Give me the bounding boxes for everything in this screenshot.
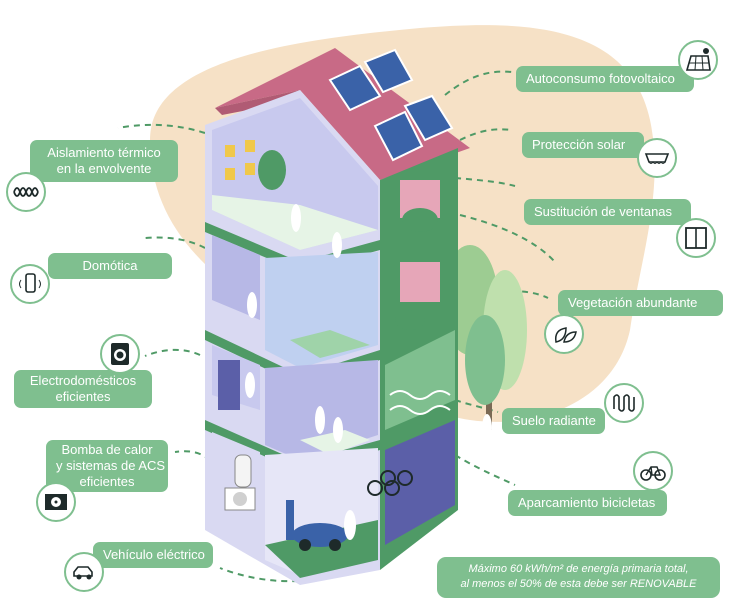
- label-proteccion-solar: Protección solar: [522, 132, 644, 158]
- label-vegetacion-abundante: Vegetación abundante: [558, 290, 723, 316]
- label-aparcamiento-bicicletas: Aparcamiento bicicletas: [508, 490, 667, 516]
- bicycle-icon: [633, 451, 673, 491]
- electric-car-icon: [64, 552, 104, 592]
- smartphone-wifi-icon: [10, 264, 50, 304]
- label-bomba-line3: eficientes: [79, 474, 135, 489]
- heat-pump-fan-icon: [36, 482, 76, 522]
- label-bomba-de-calor: Bomba de calor y sistemas de ACS eficien…: [46, 440, 168, 492]
- solar-panels: [328, 48, 454, 162]
- label-aislamiento-line1: Aislamiento térmico: [47, 145, 161, 160]
- note-line1: Máximo 60 kWh/m² de energía primaria tot…: [468, 563, 689, 575]
- insulation-wave-icon: [6, 172, 46, 212]
- note-line2: al menos el 50% de esta debe ser RENOVAB…: [460, 578, 697, 590]
- label-electro-line1: Electrodomésticos: [29, 373, 137, 388]
- label-aislamiento-termico: Aislamiento térmico en la envolvente: [30, 140, 178, 182]
- label-bomba-line1: Bomba de calor: [61, 442, 153, 457]
- label-suelo-radiante: Suelo radiante: [502, 408, 605, 434]
- label-domotica: Domótica: [48, 253, 172, 279]
- label-autoconsumo-fotovoltaico: Autoconsumo fotovoltaico: [516, 66, 694, 92]
- label-aislamiento-line2: en la envolvente: [56, 161, 152, 176]
- washing-machine-icon: [100, 334, 140, 374]
- label-electro-line2: eficientes: [55, 389, 111, 404]
- label-bomba-line2: y sistemas de ACS: [56, 458, 166, 473]
- window-icon: [676, 218, 716, 258]
- leaves-icon: [544, 314, 584, 354]
- solar-panel-icon: [678, 40, 718, 80]
- awning-icon: [637, 138, 677, 178]
- label-vehiculo-electrico: Vehículo eléctrico: [93, 542, 213, 568]
- energy-requirement-note: Máximo 60 kWh/m² de energía primaria tot…: [437, 557, 720, 598]
- label-electrodomesticos-eficientes: Electrodomésticos eficientes: [14, 370, 152, 408]
- label-sustitucion-ventanas: Sustitución de ventanas: [524, 199, 691, 225]
- radiant-floor-icon: [604, 383, 644, 423]
- dashed-arrows: [117, 70, 556, 583]
